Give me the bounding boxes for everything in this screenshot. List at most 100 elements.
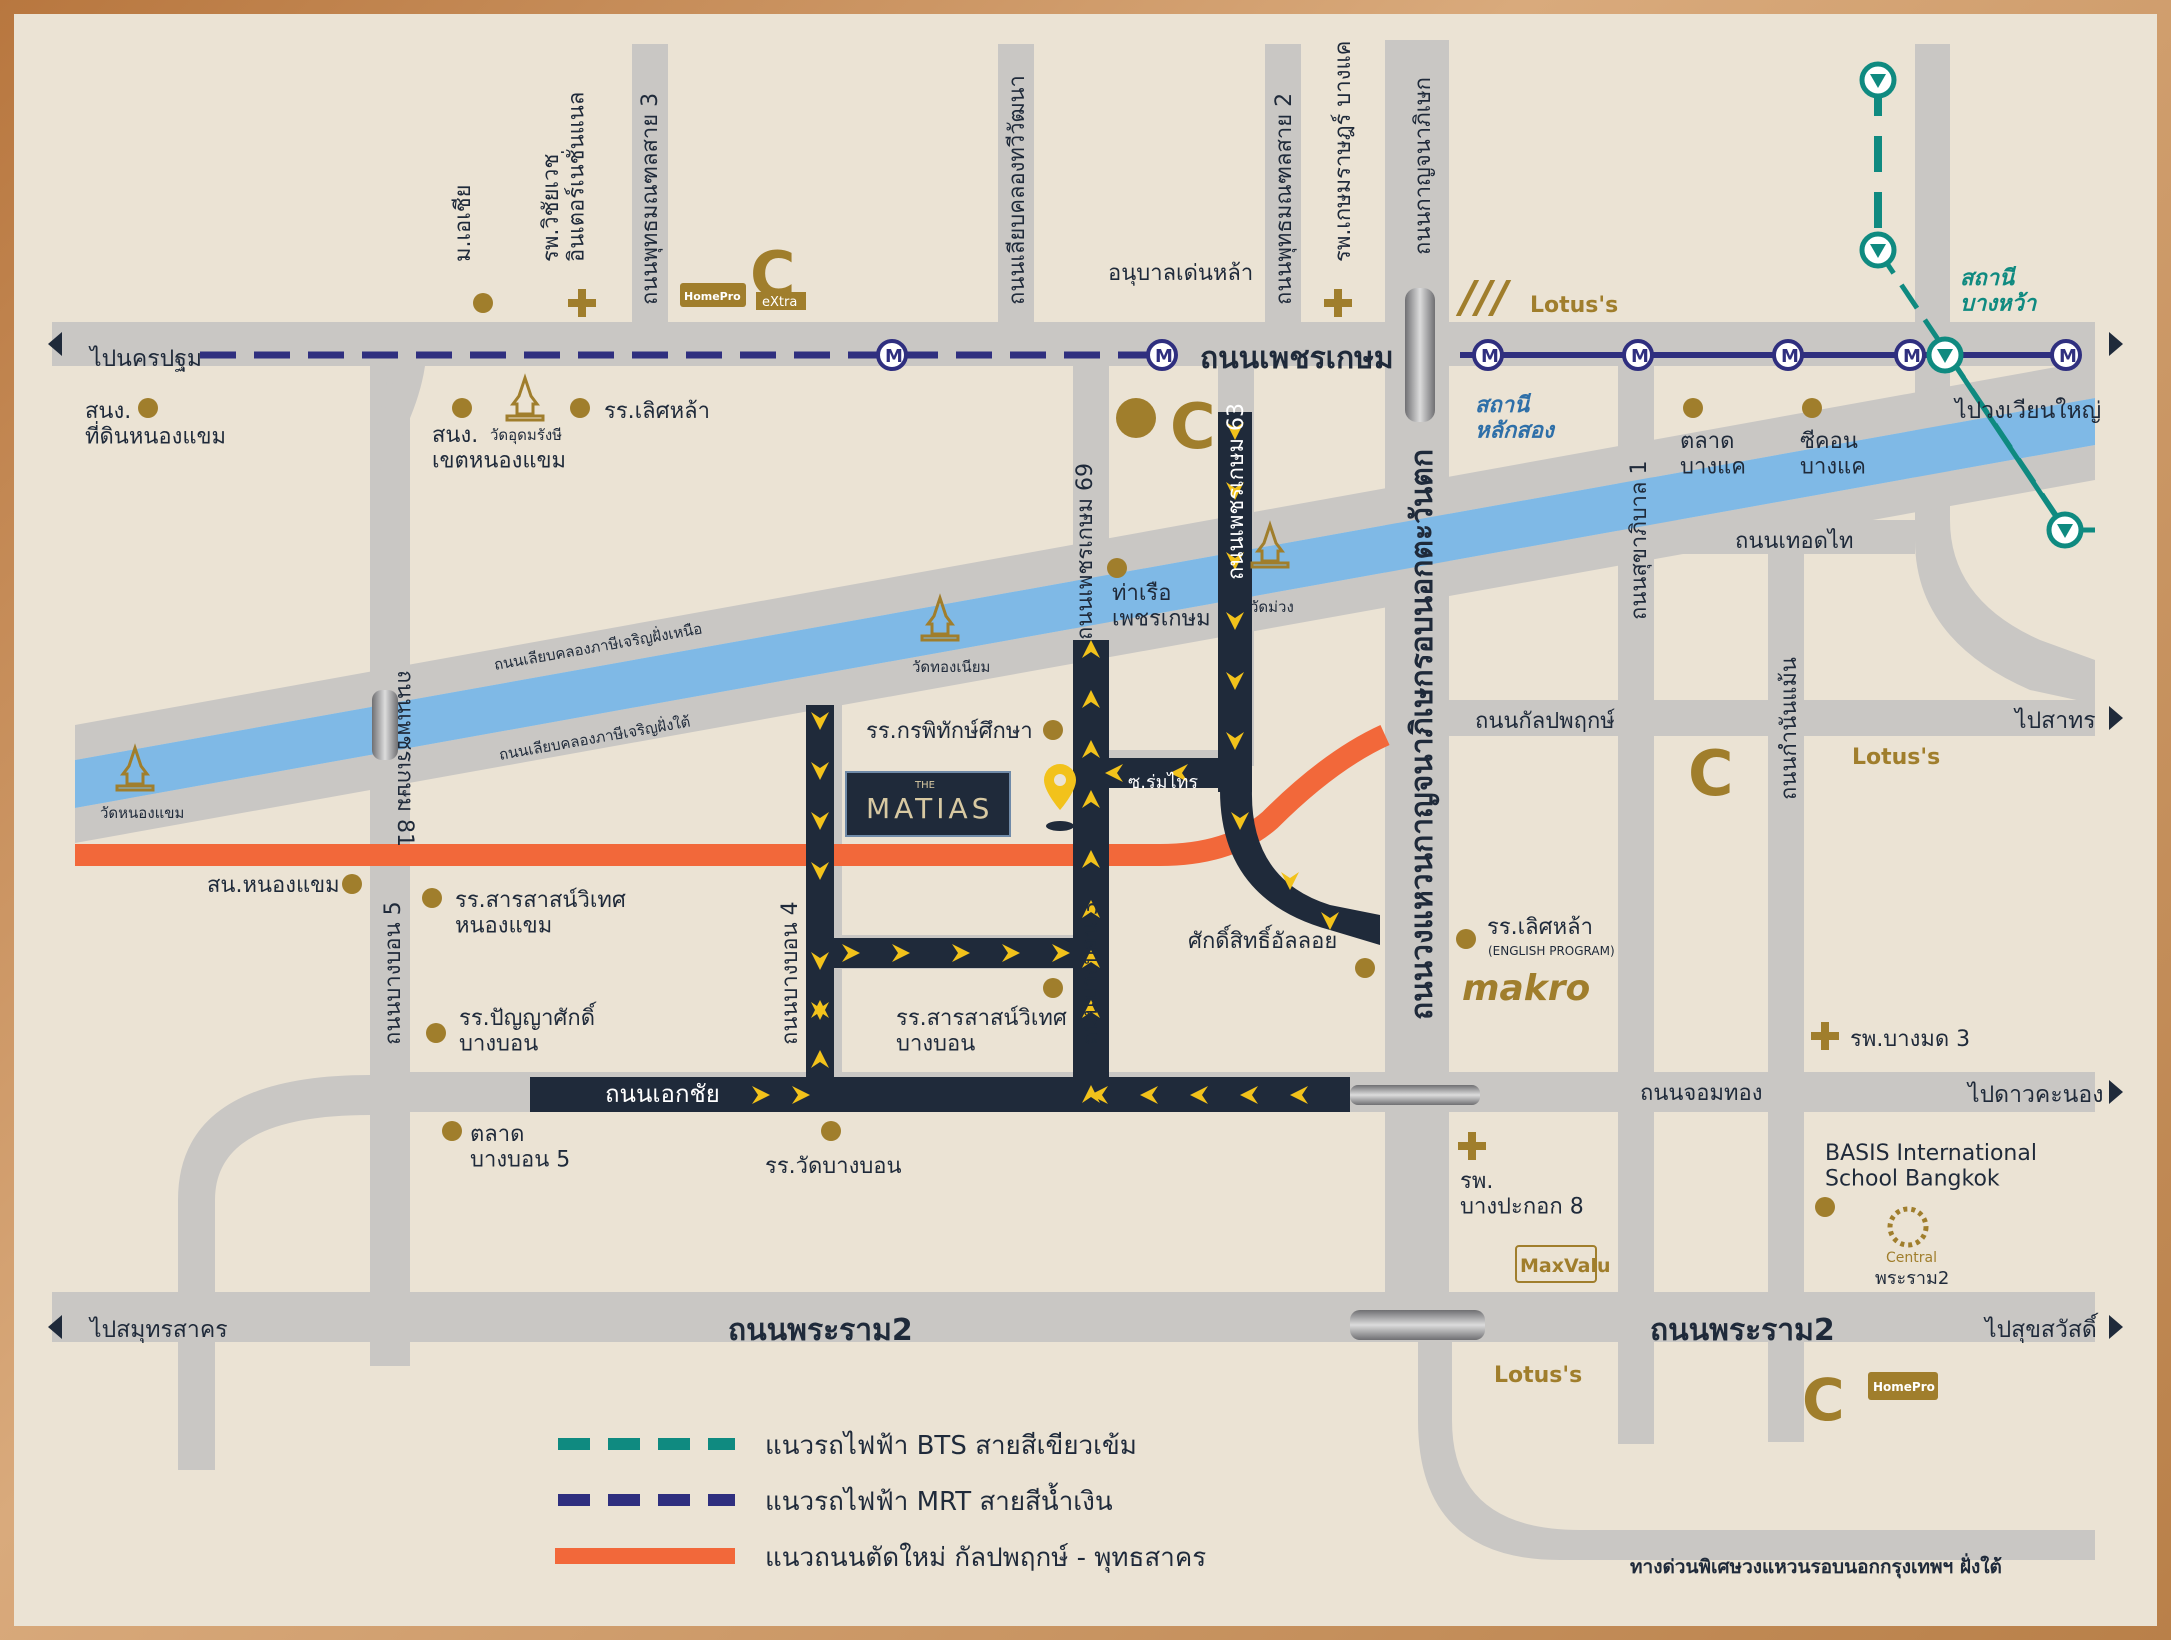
road-label-kanchanaphisek-top: ถนนกาญจนาภิเษก [1411,77,1436,255]
mrt-glyph: M [1903,346,1921,367]
legend-newroad: แนวถนนตัดใหม่ กัลปพฤกษ์ - พุทธสาคร [765,1543,1206,1573]
road-label-bangbon4: ถนนบางบอน 4 [778,901,803,1045]
lotus-label-top: Lotus's [1530,293,1618,318]
route-arrow [811,712,829,730]
route-arrow [1226,482,1244,500]
direction-labels: ไปนครปฐม ไปวงเวียนใหญ่ ไปสาทร ไปดาวคะนอง… [88,345,2103,1343]
route-arrow [1170,764,1188,782]
route-arrow [1082,790,1100,808]
route-arrow [1082,850,1100,868]
station-bang-wa: สถานีบางหว้า [1960,265,2038,316]
canal [75,398,2095,808]
temple-icon [920,593,960,642]
route-arrow [1226,612,1244,630]
road-label-expressway: ทางด่วนพิเศษวงแหวนรอบนอกกรุงเทพฯ ฝั่งใต้ [1630,1553,2002,1579]
temple-icon [505,373,545,422]
road-label-ekkachai: ถนนเอกชัย [605,1080,720,1108]
route-arrow [892,944,910,962]
mrt-station-icon [1894,339,1926,371]
road-label-phutthamonthon3: ถนนพุทธมณฑลสาย 3 [638,93,663,305]
asia-marker [473,293,493,313]
label-kornpitak: รร.กรพิทักษ์ศึกษา [866,719,1033,744]
station-lak-song: สถานีหลักสอง [1475,392,1556,443]
mrt-glyph: M [1631,346,1649,367]
label-bangmod3: รพ.บางมด 3 [1850,1027,1970,1052]
label-kasemrad: รพ.เกษมราษฎร์ บางแค [1331,41,1356,262]
police-marker [342,874,362,894]
lertla_ep-marker [1456,929,1476,949]
label-saksit: ศักดิ์สิทธิ์อัลลอย [1188,925,1337,954]
road-label-bangbon5: ถนนบางบอน 5 [381,901,406,1045]
central-label: Central [1886,1250,1937,1266]
label-bangkhae_market: ตลาดบางแค [1680,429,1746,479]
project-route [530,412,1380,1112]
edge-arrows [48,332,2123,1339]
homepro-label-bottom: HomePro [1873,1380,1935,1394]
road-label-soi-romsai: ซ.ร่มไทร [1128,771,1198,793]
hospital-icon [1811,1022,1839,1050]
route-arrow [952,944,970,962]
temple-icon [1250,520,1290,569]
route-arrow [811,862,829,880]
maxvalu-logo: MaxValu [1520,1255,1611,1277]
project-the: THE [914,780,935,791]
road-label-rama2-right: ถนนพระราม2 [1650,1313,1835,1348]
mrt-station-icon [1472,339,1504,371]
bridges [372,288,1485,1340]
mrt-glyph: M [1781,346,1799,367]
label-land_office: สนง.ที่ดินหนองแขม [85,399,226,449]
bts-line [1874,80,2095,533]
lotus-mark-top: /// [1455,272,1512,323]
dir-wongwian-yai: ไปวงเวียนใหญ่ [1953,397,2101,424]
mrt-station-icon [1146,339,1178,371]
bigc-logo-bottom: C [1802,1366,1845,1434]
label-sarasas_nk: รร.สารสาสน์วิเทศหนองแขม [455,888,626,938]
route-arrow [752,1086,770,1104]
route-arrow [792,1086,810,1104]
route-arrow [811,762,829,780]
district_office-marker [452,398,472,418]
central-badge-top [1116,398,1156,438]
mrt-glyph: M [885,346,903,367]
label-sarasas_bb: รร.สารสาสน์วิเทศบางบอน [896,1006,1067,1056]
label-pier: ท่าเรือเพชรเกษม [1112,581,1211,631]
sarasas_nk-marker [422,888,442,908]
label-vejthani: รพ.วิชัยเวชอินเตอร์เนชั่นแนล [539,92,589,262]
route-arrow [811,952,829,970]
route-arrow [1140,1086,1158,1104]
label-district_office: สนง.เขตหนองแขม [432,423,566,473]
label-lertla_ep: รร.เลิศหล้า [1487,915,1593,940]
project-marker[interactable]: THE MATIAS [845,764,1076,837]
route-arrow [1226,422,1244,440]
dir-dao-khanong: ไปดาวคะนอง [1966,1081,2103,1108]
basis-marker [1815,1197,1835,1217]
seacon-marker [1802,398,1822,418]
lotus-label-bottom: Lotus's [1494,1363,1582,1388]
wat_bangbon-marker [821,1121,841,1141]
label-wat_bangbon: รร.วัดบางบอน [765,1154,902,1179]
label-police: สน.หนองแขม [207,873,340,898]
lotus-label-right: Lotus's [1852,745,1940,770]
brand-logos: HomePro C eXtra C /// Lotus's C Lotus's … [680,238,1940,1434]
road-label-kamnanmaen: ถนนกำนันแม้น [1777,657,1802,800]
road-label-phet81: ถนนเพชรเกษม 81 [392,670,417,847]
road-label-rama2-left: ถนนพระราม2 [728,1313,913,1348]
label-lertla: รร.เลิศหล้า [604,399,710,424]
mrt-station-icon [876,339,908,371]
route-arrow [811,1000,829,1018]
bigc-extra-label: eXtra [762,295,797,310]
pier-marker [1107,558,1127,578]
label-asia: ม.เอเชีย [451,184,476,262]
route-arrow [1082,1085,1100,1103]
route-arrow [1082,640,1100,658]
bigc-logo-phet: C [1170,390,1216,463]
label-bangpakok8: รพ.บางปะกอก 8 [1460,1169,1584,1219]
dir-sathon: ไปสาทร [2013,707,2096,734]
road-label-bangbon3: ถนนบางบอน 3 [1078,901,1103,1045]
route-arrow [1052,944,1070,962]
lertla-marker [570,398,590,418]
road-label-thoedthai: ถนนเทอดไท [1735,528,1854,554]
label-wat_muang: วัดม่วง [1250,598,1294,616]
